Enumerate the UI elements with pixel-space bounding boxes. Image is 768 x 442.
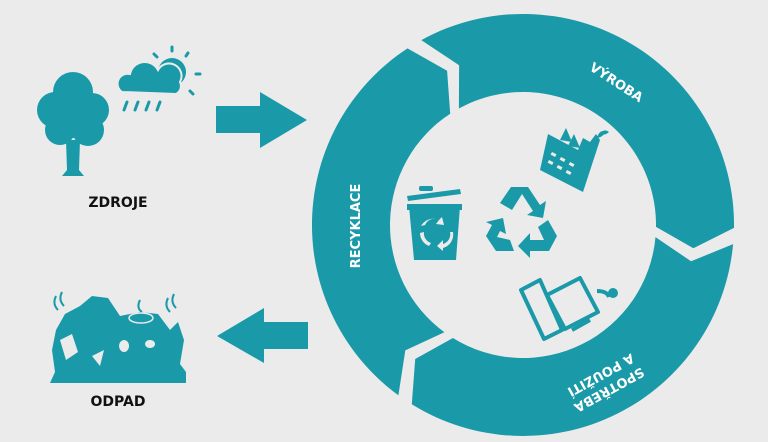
ring-segment-vyroba <box>421 13 735 249</box>
recycle-icon <box>486 187 557 258</box>
sources-label: ZDROJE <box>88 195 147 211</box>
computer-icon <box>519 276 618 341</box>
ring-segment-spotreba <box>411 237 734 436</box>
trash-bin-recycle-icon <box>407 186 462 260</box>
arrow-right-icon <box>216 92 307 148</box>
waste-pile-icon <box>50 291 186 383</box>
segment-label-recyklace: RECYKLACE <box>349 184 364 269</box>
waste-label: ODPAD <box>91 394 146 410</box>
ring-segment-recyklace <box>311 48 451 396</box>
tree-icon <box>37 72 109 176</box>
rain-cloud-sun-icon <box>116 45 202 112</box>
arrow-left-icon <box>217 308 308 363</box>
factory-icon <box>540 128 609 192</box>
